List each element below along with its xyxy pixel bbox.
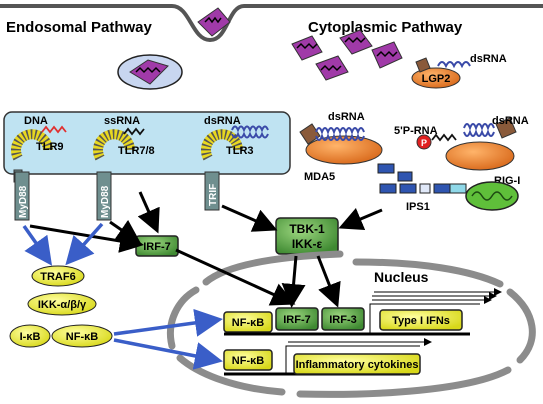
irf7-nuclear-box: IRF-7 — [275, 307, 319, 331]
lgp2-label: LGP2 — [422, 73, 451, 85]
tlr78-ligand-label: ssRNA — [104, 115, 140, 127]
endosomal-pathway-title: Endosomal Pathway — [6, 19, 153, 36]
five-prime-rna-label: 5'P-RNA — [394, 125, 438, 137]
virus-particle-icon — [197, 7, 231, 37]
ikke-label: IKK-ε — [292, 237, 323, 251]
nuclear-envelope — [167, 250, 536, 398]
tlr9-label: TLR9 — [36, 141, 64, 153]
mda5-label: MDA5 — [304, 171, 335, 183]
tlr-receptor-panel — [3, 111, 291, 175]
traf6-box: TRAF6 — [31, 265, 85, 287]
trif-label: TRIF — [208, 184, 219, 206]
tbk1-label: TBK-1 — [289, 222, 325, 236]
ikb-label: I-κB — [20, 331, 41, 343]
tlr3-label: TLR3 — [226, 145, 254, 157]
ikk-complex-label: IKK-α/β/γ — [38, 299, 87, 311]
nfkb-nuclear-b: NF-κB — [223, 349, 273, 371]
traf6-label: TRAF6 — [40, 271, 75, 283]
mitochondrion-icon — [465, 181, 519, 211]
irf7-nuc-label: IRF-7 — [283, 314, 311, 326]
nfkb-nuc-a-label: NF-κB — [232, 317, 264, 329]
ikb-nfkb-complex: I-κB NF-κB — [9, 324, 113, 348]
trif-adaptor: TRIF — [204, 171, 220, 211]
blue-arrows — [22, 222, 223, 370]
rigi-dsrna-label: dsRNA — [492, 115, 529, 127]
ikk-complex: IKK-α/β/γ — [27, 292, 97, 316]
phosphate-label: P — [421, 138, 427, 148]
inflammatory-cytokines-gene: Inflammatory cytokines — [224, 338, 432, 376]
mda5-sensor: dsRNA MDA5 — [299, 111, 383, 183]
tbk1-ikke-box: TBK-1 IKK-ε — [275, 217, 339, 255]
myd88-adaptor-2: MyD88 — [96, 171, 112, 221]
endosome-icon — [117, 54, 183, 90]
myd88-2-label: MyD88 — [100, 185, 111, 218]
tlr3-ligand-label: dsRNA — [204, 115, 241, 127]
tlr9-ligand-label: DNA — [24, 115, 48, 127]
irf7-cyto-label: IRF-7 — [143, 241, 171, 253]
nfkb-nuc-b-label: NF-κB — [232, 355, 264, 367]
lgp2-sensor: LGP2 dsRNA — [411, 53, 507, 89]
type1-ifns-label: Type I IFNs — [392, 315, 450, 327]
mda5-dsrna-label: dsRNA — [328, 111, 365, 123]
nfkb-nuclear-a: NF-κB — [223, 311, 273, 333]
ips1-adaptor: IPS1 — [377, 163, 467, 213]
irf7-cytoplasmic-box: IRF-7 — [135, 235, 179, 257]
ips1-label: IPS1 — [406, 201, 430, 213]
cytoplasmic-pathway-title: Cytoplasmic Pathway — [308, 19, 463, 36]
nfkb-cyto-label: NF-κB — [66, 331, 98, 343]
myd88-1-label: MyD88 — [18, 185, 29, 218]
tlr9-receptor: DNA TLR9 — [11, 115, 67, 183]
inflammatory-label: Inflammatory cytokines — [296, 359, 419, 371]
myd88-adaptor-1: MyD88 — [14, 171, 30, 221]
lgp2-dsrna-label: dsRNA — [470, 53, 507, 65]
type1-ifn-gene: Type I IFNs — [224, 288, 502, 336]
tlr3-receptor: dsRNA TLR3 — [201, 115, 269, 161]
tlr78-receptor: ssRNA TLR7/8 — [93, 115, 155, 161]
irf3-nuc-label: IRF-3 — [329, 314, 357, 326]
tlr78-label: TLR7/8 — [118, 145, 155, 157]
plasma-membrane — [0, 4, 543, 43]
nucleus-label: Nucleus — [374, 269, 429, 285]
rigi-sensor: P 5'P-RNA dsRNA RIG-I — [394, 115, 529, 187]
cytoplasmic-virus-icon — [291, 29, 403, 81]
irf3-nuclear-box: IRF-3 — [321, 307, 365, 331]
black-arrows — [29, 191, 383, 308]
